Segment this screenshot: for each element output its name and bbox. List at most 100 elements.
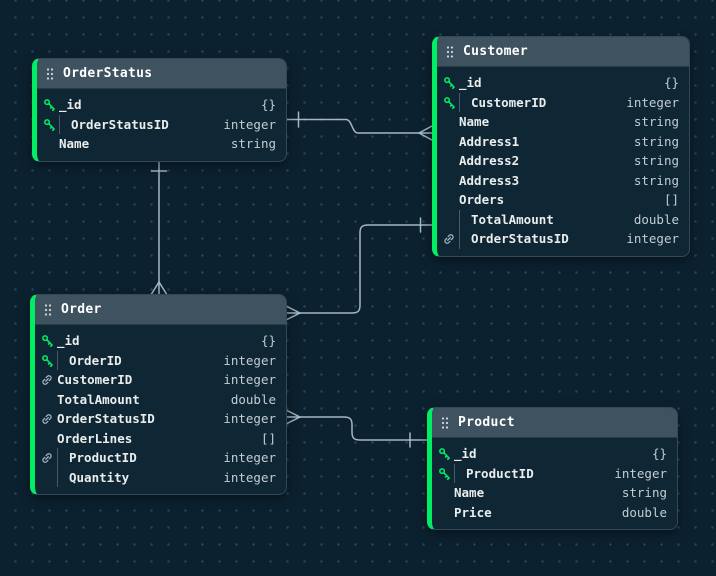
indent-guide [57, 350, 69, 370]
field-name: Name [454, 485, 485, 500]
entity-field-list: _id {} CustomerID integer [437, 67, 689, 256]
field-row[interactable]: OrderStatusID integer [37, 114, 286, 134]
crow-foot-many [418, 125, 433, 141]
field-row[interactable]: OrderLines [] [35, 429, 286, 449]
connector-wire [286, 118, 420, 134]
crow-foot-many [286, 305, 301, 321]
connector-orderstatus-customer[interactable] [286, 111, 433, 141]
field-name: ProductID [69, 450, 137, 465]
field-row[interactable]: Name string [437, 112, 689, 132]
entity-table-product[interactable]: Product _id {} [427, 407, 678, 530]
field-type: string [621, 485, 667, 500]
entity-table-order[interactable]: Order _id {} [30, 294, 287, 495]
entity-header[interactable]: Product [432, 408, 677, 438]
field-row[interactable]: Address2 string [437, 151, 689, 171]
field-icon-slot [438, 447, 454, 461]
field-row[interactable]: _id {} [35, 331, 286, 351]
field-type: double [621, 504, 667, 520]
indent-guide [459, 229, 471, 249]
foreign-key-link-icon [444, 233, 454, 244]
field-name: _id [59, 97, 82, 112]
crow-foot-many [286, 409, 301, 425]
field-type: integer [223, 116, 276, 132]
field-icon-slot [438, 467, 454, 480]
field-row[interactable]: TotalAmount double [437, 209, 689, 229]
field-type: integer [614, 465, 667, 481]
connector-product-order[interactable] [286, 409, 428, 448]
field-icon-slot [41, 374, 57, 386]
field-row[interactable]: Quantity integer [35, 467, 286, 487]
field-icon-slot [41, 413, 57, 425]
entity-title: Product [458, 415, 515, 430]
primary-key-icon [439, 467, 450, 480]
connector-customer-order[interactable] [286, 217, 433, 321]
field-type: double [230, 391, 276, 407]
entity-title: Order [61, 302, 102, 317]
foreign-key-link-icon [42, 374, 52, 385]
primary-key-icon [42, 335, 53, 348]
field-name: OrderID [69, 352, 122, 368]
field-name: Price [454, 504, 492, 520]
field-name: TotalAmount [471, 211, 554, 227]
field-row[interactable]: Name string [432, 483, 677, 503]
field-type: string [633, 153, 679, 168]
drag-handle-icon[interactable] [441, 416, 449, 430]
primary-key-icon [444, 96, 455, 109]
field-icon-slot [41, 334, 57, 348]
connector-wire [299, 416, 428, 441]
field-name: _id [454, 446, 477, 461]
field-name: CustomerID [471, 94, 547, 110]
field-name: Orders [459, 192, 505, 207]
field-row[interactable]: OrderStatusID integer [35, 409, 286, 429]
indent-guide [459, 92, 471, 112]
drag-handle-icon[interactable] [446, 45, 454, 59]
field-type: {} [663, 75, 679, 90]
field-row[interactable]: Orders [] [437, 190, 689, 210]
field-row[interactable]: Address3 string [437, 171, 689, 191]
field-row[interactable]: CustomerID integer [35, 370, 286, 390]
indent-guide [57, 467, 69, 487]
entity-field-list: _id {} OrderID integer [35, 325, 286, 494]
primary-key-icon [439, 448, 450, 461]
connector-wire [299, 224, 433, 314]
field-row[interactable]: ProductID integer [35, 448, 286, 468]
field-icon-slot [43, 118, 59, 131]
field-row[interactable]: _id {} [437, 73, 689, 93]
field-name: ProductID [466, 465, 534, 481]
field-type: string [230, 136, 276, 151]
entity-header[interactable]: Order [35, 295, 286, 325]
entity-table-orderstatus[interactable]: OrderStatus _id {} [32, 58, 287, 162]
entity-header[interactable]: Customer [437, 37, 689, 67]
field-name: _id [57, 333, 80, 348]
entity-header[interactable]: OrderStatus [37, 59, 286, 89]
drag-handle-icon[interactable] [46, 67, 54, 81]
field-row[interactable]: Price double [432, 503, 677, 523]
field-row[interactable]: OrderID integer [35, 350, 286, 370]
field-row[interactable]: _id {} [37, 95, 286, 115]
field-icon-slot [41, 452, 57, 464]
field-name: _id [459, 75, 482, 90]
primary-key-icon [44, 99, 55, 112]
field-name: OrderStatusID [471, 231, 569, 246]
field-type: string [633, 114, 679, 129]
field-row[interactable]: Name string [37, 134, 286, 154]
field-row[interactable]: ProductID integer [432, 463, 677, 483]
entity-field-list: _id {} ProductID integer [432, 438, 677, 529]
field-row[interactable]: OrderStatusID integer [437, 229, 689, 249]
connector-orderstatus-order[interactable] [150, 160, 168, 295]
field-icon-slot [443, 76, 459, 90]
field-row[interactable]: CustomerID integer [437, 92, 689, 112]
entity-table-customer[interactable]: Customer _id {} [432, 36, 690, 257]
field-name: OrderLines [57, 430, 133, 446]
field-name: Address3 [459, 172, 520, 188]
field-row[interactable]: TotalAmount double [35, 390, 286, 410]
field-type: [] [663, 192, 679, 207]
field-row[interactable]: Address1 string [437, 132, 689, 152]
drag-handle-icon[interactable] [44, 303, 52, 317]
entity-title: OrderStatus [63, 66, 153, 81]
field-row[interactable]: _id {} [432, 444, 677, 464]
primary-key-icon [44, 118, 55, 131]
field-name: OrderStatusID [71, 116, 169, 132]
field-type: {} [260, 97, 276, 112]
